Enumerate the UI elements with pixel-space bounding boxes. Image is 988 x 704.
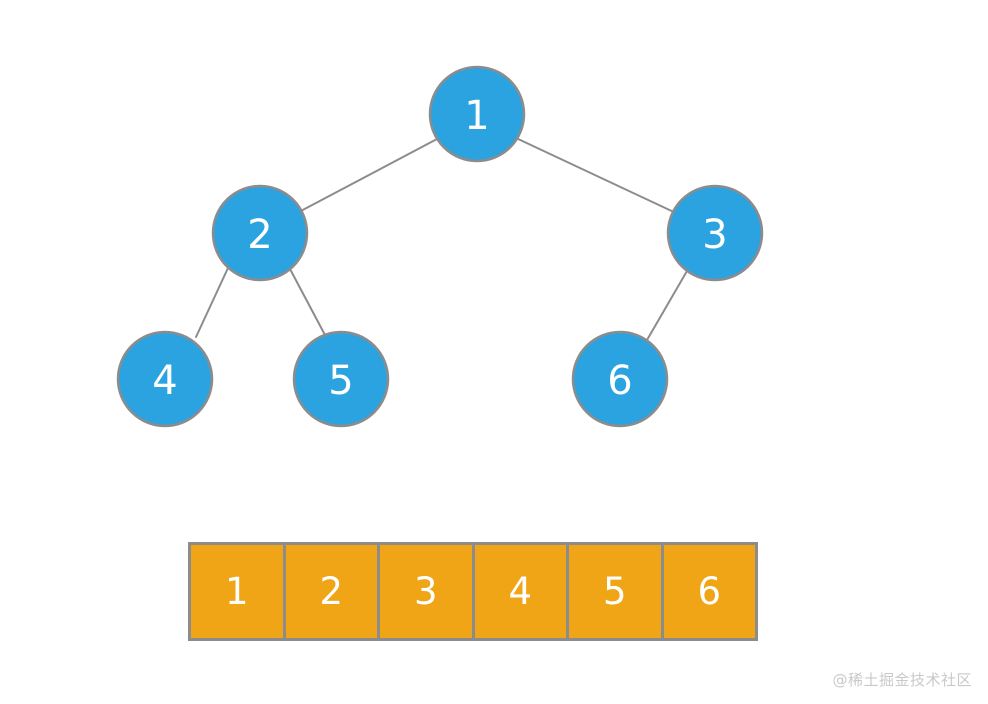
node-circle-5[interactable] (292, 330, 390, 428)
array-cell[interactable]: 2 (285, 545, 377, 638)
node-circle-6[interactable] (571, 330, 669, 428)
tree-edges (195, 137, 688, 341)
node-circle-2[interactable] (211, 184, 309, 282)
node-label-6: 6 (607, 358, 632, 404)
node-label-4: 4 (152, 358, 177, 404)
array-cell[interactable]: 3 (380, 545, 472, 638)
array-cell[interactable]: 4 (474, 545, 566, 638)
edge-1-2 (296, 138, 438, 214)
edge-1-3 (515, 137, 679, 215)
node-label-3: 3 (702, 212, 727, 258)
node-circle-3[interactable] (666, 184, 764, 282)
node-label-2: 2 (247, 212, 272, 258)
tree-node-4[interactable]: 4 (116, 330, 214, 428)
edge-2-4 (195, 267, 229, 338)
array-cell[interactable]: 1 (191, 545, 283, 638)
node-label-1: 1 (464, 93, 489, 139)
tree-node-5[interactable]: 5 (292, 330, 390, 428)
watermark-text: @稀土掘金技术社区 (832, 671, 972, 689)
tree-node-1[interactable]: 1 (428, 65, 526, 163)
array-cell[interactable]: 5 (569, 545, 661, 638)
node-circle-1[interactable] (428, 65, 526, 163)
tree-node-3[interactable]: 3 (666, 184, 764, 282)
array-row: 1 2 3 4 5 6 (188, 542, 758, 641)
tree-node-2[interactable]: 2 (211, 184, 309, 282)
edge-2-5 (289, 268, 326, 336)
array-cell[interactable]: 6 (663, 545, 755, 638)
tree-node-6[interactable]: 6 (571, 330, 669, 428)
node-label-5: 5 (328, 358, 353, 404)
node-circle-4[interactable] (116, 330, 214, 428)
edge-3-6 (646, 270, 688, 341)
